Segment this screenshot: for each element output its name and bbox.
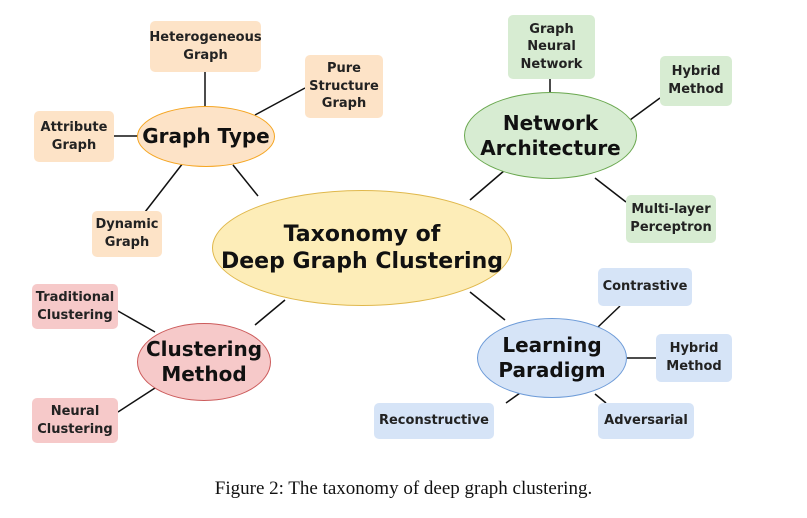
edge-clust-method-neural [117, 387, 156, 413]
clustering-method-label: Clustering Method [145, 337, 263, 386]
edge-net-arch-hybrid [629, 97, 661, 121]
leaf-traditional-clustering: Traditional Clustering [32, 284, 118, 329]
leaf-adversarial: Adversarial [598, 403, 694, 439]
learning-paradigm-node: Learning Paradigm [477, 318, 627, 398]
leaf-neural-clustering: Neural Clustering [32, 398, 118, 443]
leaf-graph-neural-network: Graph Neural Network [508, 15, 595, 79]
edge-learn-paradigm-reconstructive [505, 392, 521, 404]
leaf-pure-structure-graph: Pure Structure Graph [305, 55, 383, 118]
leaf-hybrid-method-arch: Hybrid Method [660, 56, 732, 106]
edge-root-graph-type [232, 164, 259, 197]
edge-net-arch-mlp [594, 177, 627, 203]
edge-graph-type-pure-structure [254, 87, 306, 116]
clustering-method-node: Clustering Method [137, 323, 271, 401]
root-node-label: Taxonomy of Deep Graph Clustering [220, 221, 503, 275]
leaf-hybrid-method-paradigm: Hybrid Method [656, 334, 732, 382]
edge-clust-method-traditional [117, 310, 156, 333]
leaf-attribute-graph: Attribute Graph [34, 111, 114, 162]
leaf-multi-layer-perceptron: Multi-layer Perceptron [626, 195, 716, 243]
leaf-contrastive: Contrastive [598, 268, 692, 306]
network-architecture-label: Network Architecture [480, 110, 621, 160]
edge-learn-paradigm-contrastive [597, 305, 621, 328]
graph-type-node: Graph Type [137, 106, 275, 167]
edge-root-learning-paradigm [469, 291, 506, 321]
figure-caption: Figure 2: The taxonomy of deep graph clu… [214, 478, 593, 499]
root-node: Taxonomy of Deep Graph Clustering [212, 190, 512, 306]
edge-root-network-architecture [469, 169, 506, 201]
edge-learn-paradigm-adversarial [594, 393, 607, 404]
edge-root-clustering-method [254, 299, 286, 326]
leaf-dynamic-graph: Dynamic Graph [92, 211, 162, 257]
graph-type-label: Graph Type [142, 124, 270, 148]
network-architecture-node: Network Architecture [464, 92, 637, 179]
learning-paradigm-label: Learning Paradigm [498, 333, 606, 382]
edge-graph-type-dynamic [144, 162, 184, 213]
leaf-reconstructive: Reconstructive [374, 403, 494, 439]
leaf-heterogeneous-graph: Heterogeneous Graph [149, 21, 262, 72]
